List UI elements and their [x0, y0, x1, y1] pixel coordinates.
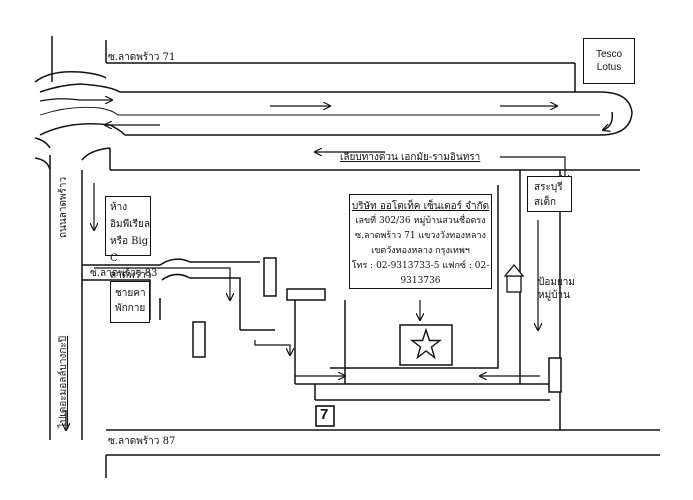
- company-address-line-2: ซ.ลาดพร้าว 71 แขวงวังทองหลาง: [355, 231, 486, 241]
- shophouse-box: ชายคา พักกาย: [110, 281, 150, 323]
- soi-83-road: [82, 258, 260, 266]
- company-info-box: บริษัท ออโตเท็ค เซ็นเตอร์ จำกัด เลขที่ 3…: [349, 194, 492, 289]
- tesco-line-2: Lotus: [596, 62, 622, 73]
- building-block-3: [192, 321, 206, 358]
- big-c-box: ห้างอิมพีเรียล หรือ Big C ลาดพร้าว: [105, 196, 151, 281]
- soi-87-label: ซ.ลาดพร้าว 87: [108, 436, 176, 447]
- soi-83-label: ซ.ลาดพร้าว 83: [90, 268, 158, 279]
- building-block-4: [548, 357, 562, 393]
- big-c-line-2: หรือ Big C: [110, 236, 149, 264]
- guard-house-icon: [503, 263, 525, 293]
- company-name: บริษัท ออโตเท็ค เซ็นเตอร์ จำกัด: [351, 201, 490, 212]
- lat-phrao-road-label: ถนนลาดพร้าว: [58, 176, 69, 238]
- to-bang-kapi-label: ไปเดอะมอลล์บางกะปิ: [58, 335, 69, 428]
- guard-label-line-2: หมู่บ้าน: [538, 290, 570, 301]
- u-turn: [599, 91, 633, 136]
- big-c-line-1: ห้างอิมพีเรียล: [110, 202, 150, 230]
- big-c-line-3: ลาดพร้าว: [110, 270, 152, 281]
- seven-eleven-label: 7: [320, 406, 329, 423]
- building-block-2: [286, 288, 326, 301]
- building-block-1: [263, 257, 277, 297]
- star-icon: [409, 327, 443, 360]
- company-address-line-3: เขตวังทองหลาง กรุงเทพฯ: [371, 246, 470, 256]
- company-phone: โทร : 02-9313733-5 แฟกซ์ : 02-9313736: [351, 261, 490, 286]
- company-address-line-1: เลขที่ 302/36 หมู่บ้านสวนชื่อตรง: [355, 216, 486, 226]
- soi-71-label: ซ.ลาดพร้าว 71: [108, 52, 176, 63]
- shophouse-line-1: ชายคา: [115, 288, 146, 299]
- expressway-label: เลียบทางด่วน เอกมัย-รามอินทรา: [340, 152, 481, 163]
- guard-label-line-1: ป้อมยาม: [538, 277, 576, 288]
- shophouse-line-2: พักกาย: [115, 303, 146, 314]
- saraburi-steak-box: สระบุรี สเต็ก: [527, 176, 572, 212]
- main-road-north-edge: [39, 83, 600, 93]
- guard-house-label: ป้อมยาม หมู่บ้าน: [538, 276, 575, 302]
- tesco-line-1: Tesco: [595, 49, 623, 60]
- seven-eleven-icon: [315, 405, 335, 427]
- saraburi-line-1: สระบุรี: [534, 182, 563, 193]
- tesco-lotus-box: Tesco Lotus: [583, 38, 635, 84]
- saraburi-line-2: สเต็ก: [534, 197, 557, 208]
